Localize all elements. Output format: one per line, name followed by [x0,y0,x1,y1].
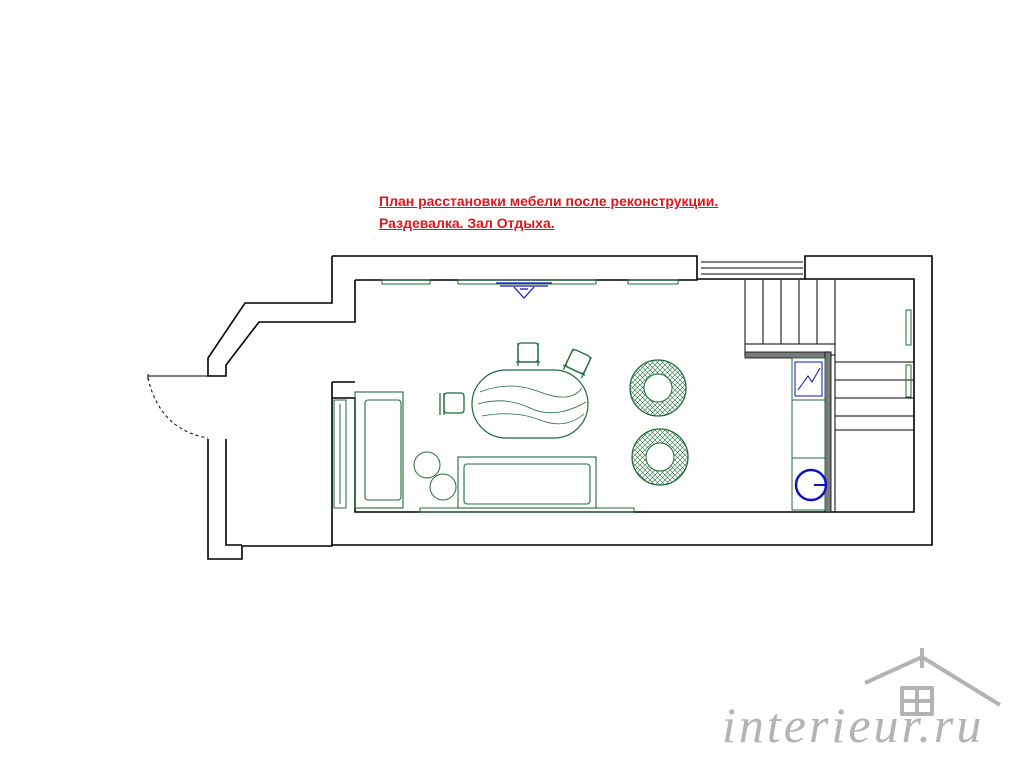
watermark-text: interieur.ru [722,697,985,753]
top-window [701,261,803,275]
chair-2 [562,348,592,379]
tv-icon [496,282,552,299]
round-armchairs [629,359,689,486]
left-lower-wall [225,439,242,546]
plan-title-line-2: Раздевалка. Зал Отдыха. [379,215,555,231]
sofa-left [354,391,404,509]
mirror-icon [794,361,823,397]
partition-wall [744,351,832,359]
house-logo-icon [864,648,1002,716]
poufs [413,451,457,501]
oval-table [471,369,589,439]
sink-icon [794,468,828,502]
outer-wall [207,255,933,560]
wardrobe-left [333,399,347,509]
entrance-door [147,374,209,439]
chair-3 [439,392,465,415]
plan-title-line-1: План расстановки мебели после реконструк… [379,193,719,209]
walls [207,255,933,560]
chairs [439,342,592,415]
left-annex-wall [207,256,356,377]
chair-1 [516,342,540,366]
sofa-bottom [457,456,597,509]
